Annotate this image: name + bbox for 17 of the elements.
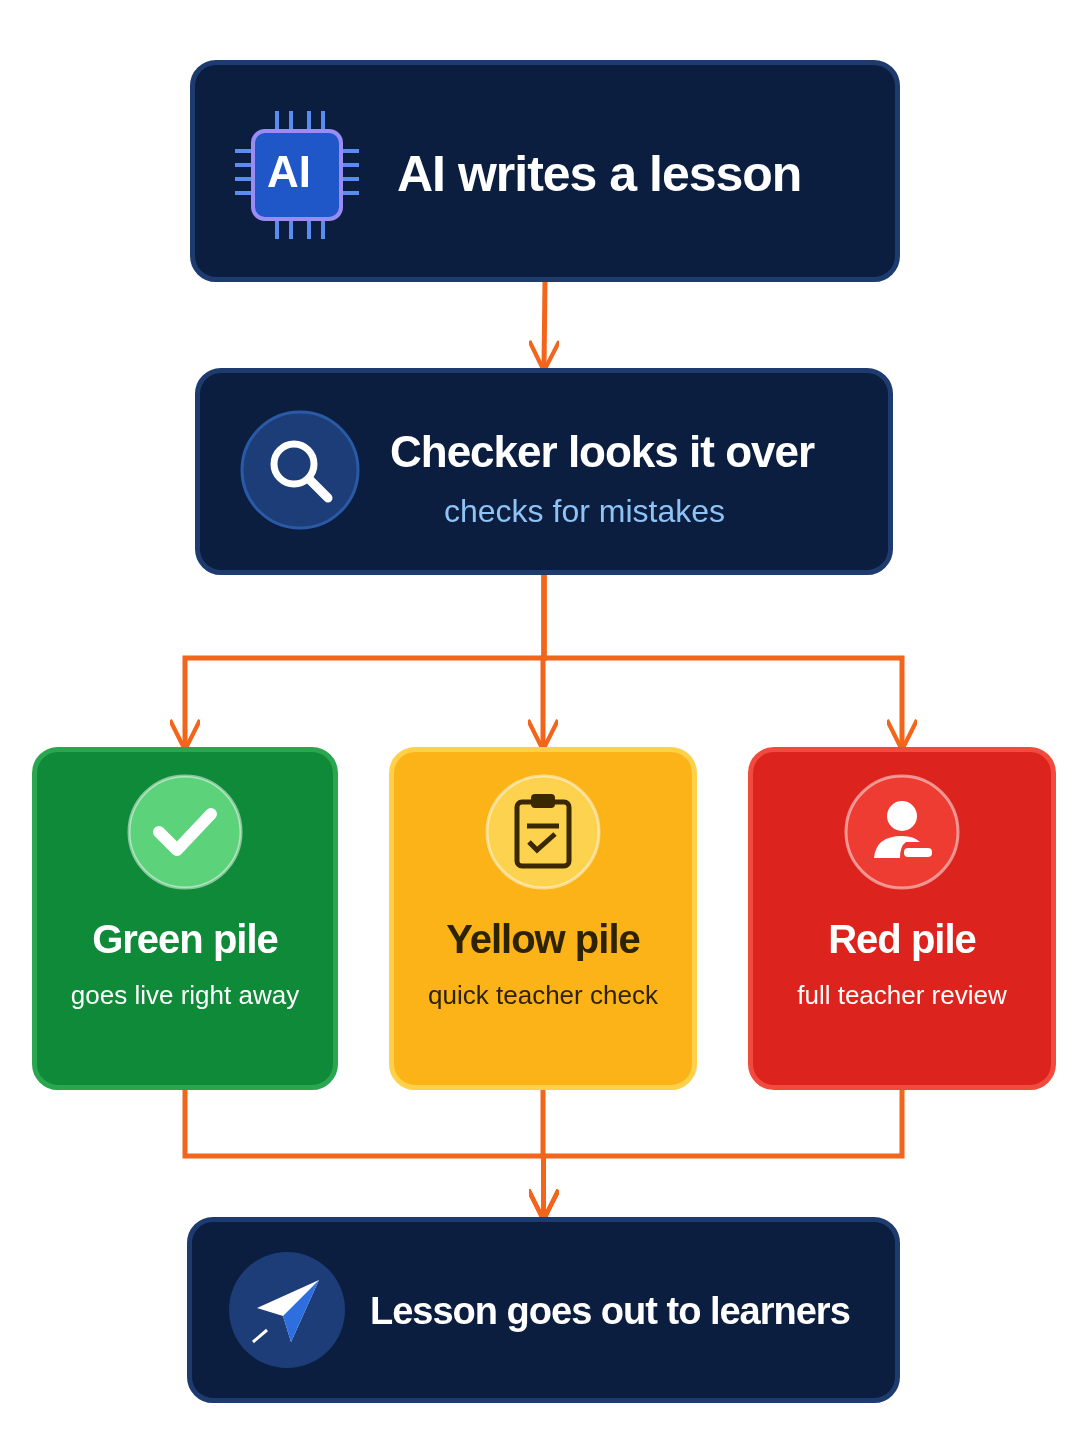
heading: Green pile (91, 917, 279, 962)
process-box (187, 1217, 900, 1403)
description: quick teacher check (427, 980, 659, 1011)
category-card (32, 747, 338, 1090)
category-card (748, 747, 1056, 1090)
heading: Red pile (827, 917, 977, 962)
heading: Checker looks it over (390, 427, 815, 477)
heading: Yellow pile (445, 917, 641, 962)
description: checks for mistakes (444, 493, 725, 530)
heading: Lesson goes out to learners (370, 1290, 850, 1333)
description: full teacher review (796, 980, 1008, 1011)
process-box (195, 368, 893, 575)
process-box (190, 60, 900, 282)
heading: AI writes a lesson (397, 145, 802, 203)
chip-label: AI (267, 147, 311, 197)
category-card (389, 747, 697, 1090)
description: goes live right away (69, 980, 301, 1011)
